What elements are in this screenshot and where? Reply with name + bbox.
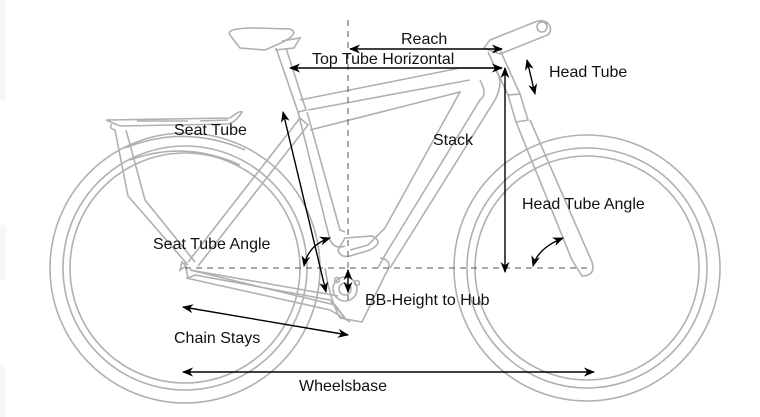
- head-tube-stem: [482, 19, 552, 123]
- stack-label: Stack: [433, 132, 474, 149]
- bottom-bracket-motor: [324, 235, 390, 323]
- left-edge-strip: [0, 0, 6, 100]
- seat-tube-label: Seat Tube: [174, 122, 247, 139]
- chain-stays-arrow: [181, 304, 350, 338]
- wheelbase-label: Wheelsbase: [299, 378, 388, 395]
- chain-stays-label: Chain Stays: [174, 330, 261, 347]
- reach-label: Reach: [401, 31, 448, 48]
- rear-dropout: [178, 260, 188, 272]
- head-tube-arrow: [524, 58, 538, 96]
- fork: [515, 119, 594, 277]
- top-tube: [299, 67, 495, 251]
- seat-tube-angle-label: Seat Tube Angle: [153, 236, 271, 253]
- down-tube: [377, 69, 501, 269]
- left-edge-strip: [0, 225, 6, 280]
- rear-rack: [105, 110, 246, 266]
- bb-height-to-hub-label: BB-Height to Hub: [365, 292, 490, 309]
- measure-arrows: [181, 44, 596, 377]
- head-tube-label: Head Tube: [549, 64, 628, 81]
- top-tube-horizontal-label: Top Tube Horizontal: [312, 51, 455, 68]
- seat-tube-angle-arrow: [301, 236, 332, 268]
- head-tube-angle-label: Head Tube Angle: [522, 196, 645, 213]
- saddle: [228, 27, 302, 51]
- head-tube-angle-arrow: [531, 237, 565, 268]
- left-edge-strip: [0, 365, 6, 417]
